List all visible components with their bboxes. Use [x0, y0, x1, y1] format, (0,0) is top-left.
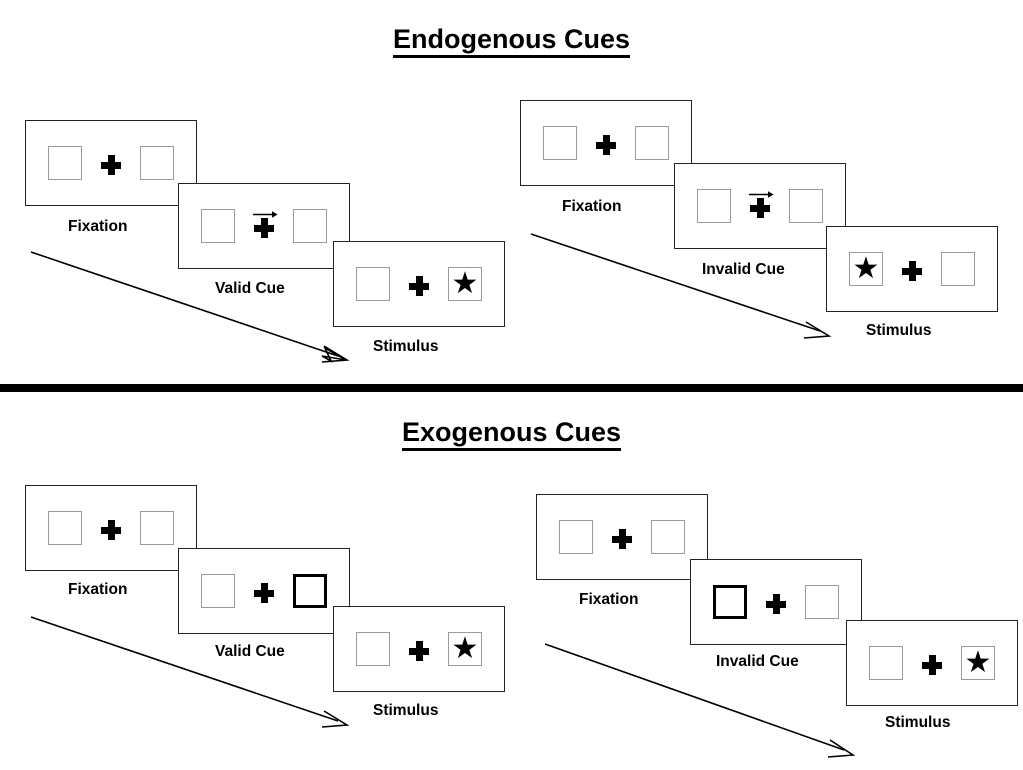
panel-content: ★ [849, 252, 975, 286]
placeholder-box-right [293, 209, 327, 243]
caption-endogenous-invalid-fixation: Fixation [562, 198, 622, 215]
panel-content: ★ [356, 267, 482, 301]
panel-endogenous-valid-stimulus: ★ [333, 241, 505, 327]
placeholder-box-right-star: ★ [448, 632, 482, 666]
fixation-cross-icon [100, 519, 122, 541]
panel-endogenous-invalid-stimulus: ★ [826, 226, 998, 312]
placeholder-box-right [140, 146, 174, 180]
caption-exogenous-invalid-fixation: Fixation [579, 591, 639, 608]
placeholder-box-left [48, 511, 82, 545]
placeholder-box-left [543, 126, 577, 160]
fixation-cross-wrap [407, 632, 431, 666]
placeholder-box-left [356, 267, 390, 301]
fixation-cross-wrap [99, 511, 123, 545]
caption-endogenous-invalid-stimulus: Stimulus [866, 322, 932, 339]
fixation-cross-icon [100, 154, 122, 176]
placeholder-box-left-star: ★ [849, 252, 883, 286]
placeholder-box-right-cued [293, 574, 327, 608]
section-title-endogenous: Endogenous Cues [0, 24, 1023, 58]
caption-endogenous-invalid-cue: Invalid Cue [702, 261, 785, 278]
placeholder-box-left [356, 632, 390, 666]
panel-exogenous-valid-cue [178, 548, 350, 634]
caption-exogenous-valid-fixation: Fixation [68, 581, 128, 598]
caption-exogenous-invalid-cue: Invalid Cue [716, 653, 799, 670]
placeholder-box-left [201, 574, 235, 608]
star-icon: ★ [451, 631, 479, 665]
panel-content [697, 189, 823, 223]
fixation-cross-wrap [610, 520, 634, 554]
star-icon: ★ [964, 645, 992, 679]
panel-exogenous-invalid-stimulus: ★ [846, 620, 1018, 706]
star-icon: ★ [852, 251, 880, 285]
panel-content [48, 146, 174, 180]
fixation-cross-wrap [99, 146, 123, 180]
section-title-exogenous-text: Exogenous Cues [401, 417, 622, 451]
panel-endogenous-valid-cue [178, 183, 350, 269]
caption-exogenous-invalid-stimulus: Stimulus [885, 714, 951, 731]
panel-endogenous-invalid-fixation [520, 100, 692, 186]
placeholder-box-right [635, 126, 669, 160]
section-title-endogenous-text: Endogenous Cues [392, 24, 630, 58]
fixation-cross-icon [749, 197, 771, 219]
placeholder-box-right [789, 189, 823, 223]
fixation-cross-icon [901, 260, 923, 282]
placeholder-box-right-star: ★ [961, 646, 995, 680]
flow-arrow-endogenous-invalid [528, 230, 838, 345]
placeholder-box-left [697, 189, 731, 223]
star-icon: ★ [451, 266, 479, 300]
panel-exogenous-invalid-fixation [536, 494, 708, 580]
fixation-cross-wrap [407, 267, 431, 301]
fixation-cross-wrap [252, 574, 276, 608]
panel-content [543, 126, 669, 160]
placeholder-box-right [140, 511, 174, 545]
panel-exogenous-invalid-cue [690, 559, 862, 645]
panel-content: ★ [356, 632, 482, 666]
panel-exogenous-valid-stimulus: ★ [333, 606, 505, 692]
caption-exogenous-valid-stimulus: Stimulus [373, 702, 439, 719]
placeholder-box-left [48, 146, 82, 180]
fixation-cross-wrap [594, 126, 618, 160]
section-title-exogenous: Exogenous Cues [0, 417, 1023, 451]
fixation-cross-icon [611, 528, 633, 550]
panel-content [713, 585, 839, 619]
fixation-cross-icon [408, 640, 430, 662]
fixation-cross-wrap [920, 646, 944, 680]
panel-endogenous-invalid-cue [674, 163, 846, 249]
placeholder-box-right [941, 252, 975, 286]
fixation-cross-wrap [252, 207, 278, 243]
placeholder-box-right-star: ★ [448, 267, 482, 301]
flow-arrow-exogenous-invalid [542, 640, 862, 765]
section-divider [0, 384, 1023, 392]
fixation-cross-icon [253, 217, 275, 239]
placeholder-box-left [559, 520, 593, 554]
placeholder-box-right [805, 585, 839, 619]
fixation-cross-wrap [764, 585, 788, 619]
placeholder-box-left [201, 209, 235, 243]
panel-content: ★ [869, 646, 995, 680]
placeholder-box-left-cued [713, 585, 747, 619]
panel-content [201, 574, 327, 608]
flow-arrow-exogenous-valid [28, 613, 353, 733]
panel-exogenous-valid-fixation [25, 485, 197, 571]
flow-arrow-endogenous-valid [28, 248, 353, 368]
fixation-cross-icon [921, 654, 943, 676]
caption-endogenous-valid-fixation: Fixation [68, 218, 128, 235]
fixation-cross-icon [765, 593, 787, 615]
panel-endogenous-valid-fixation [25, 120, 197, 206]
caption-endogenous-valid-cue: Valid Cue [215, 280, 285, 297]
right-arrow-icon [252, 207, 278, 218]
panel-content [559, 520, 685, 554]
right-arrow-icon [748, 187, 774, 198]
placeholder-box-right [651, 520, 685, 554]
panel-content [201, 209, 327, 243]
fixation-cross-wrap [900, 252, 924, 286]
fixation-cross-icon [595, 134, 617, 156]
fixation-cross-wrap [748, 187, 774, 223]
caption-exogenous-valid-cue: Valid Cue [215, 643, 285, 660]
fixation-cross-icon [253, 582, 275, 604]
fixation-cross-icon [408, 275, 430, 297]
panel-content [48, 511, 174, 545]
caption-endogenous-valid-stimulus: Stimulus [373, 338, 439, 355]
placeholder-box-left [869, 646, 903, 680]
